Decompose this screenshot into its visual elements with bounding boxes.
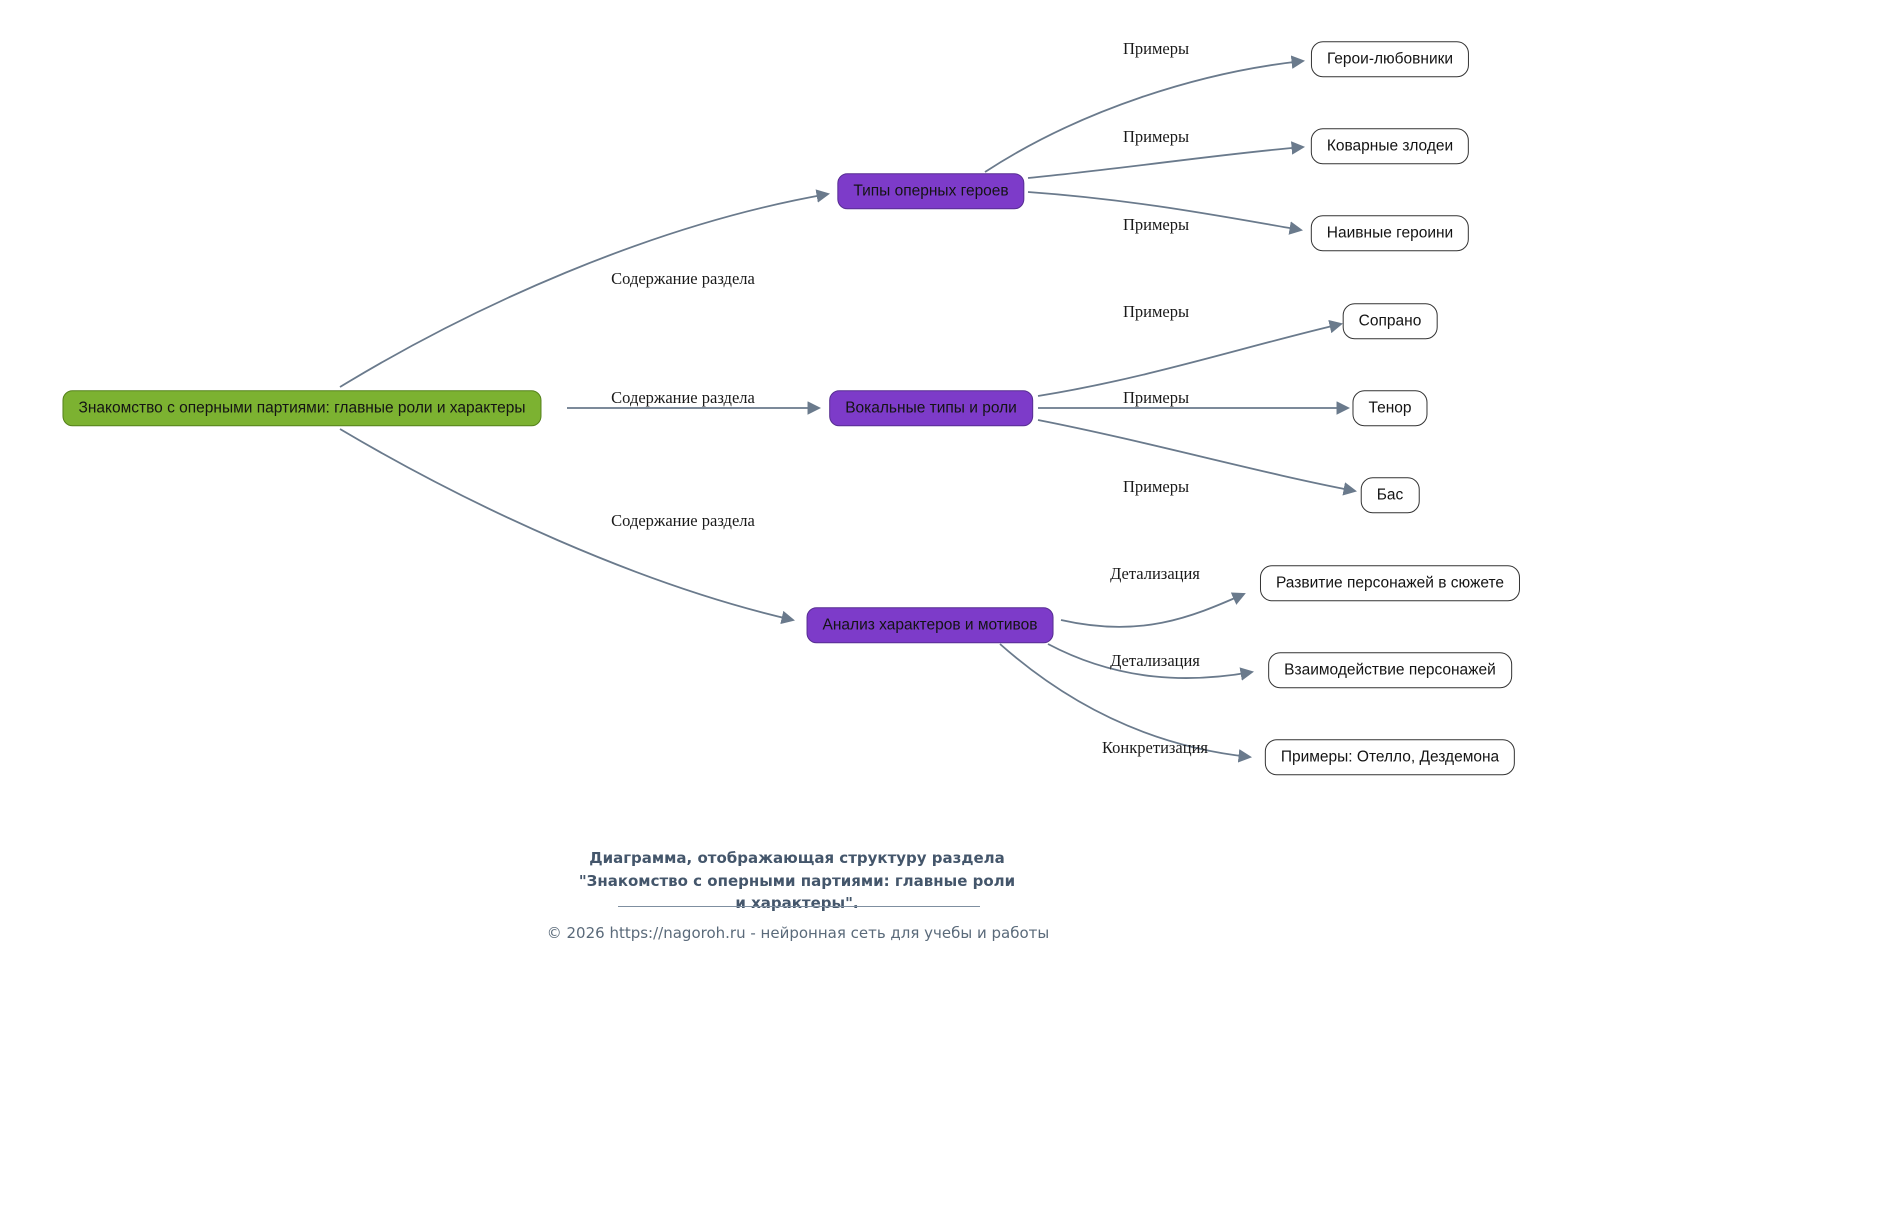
- edge-label-detail-2: Детализация: [1110, 651, 1200, 670]
- leaf-node-tenor: Тенор: [1352, 390, 1428, 426]
- edge-label-section-content-3: Содержание раздела: [611, 511, 755, 530]
- edge-analysis-to-development: [1060, 592, 1246, 628]
- leaf-node-naive-heroines: Наивные героини: [1310, 215, 1470, 251]
- edge-label-examples-3: Примеры: [1122, 215, 1190, 234]
- edge-label-examples-4: Примеры: [1122, 302, 1190, 321]
- branch-node-vocal-types: Вокальные типы и роли: [829, 390, 1033, 426]
- footer-divider: [618, 906, 980, 907]
- edge-label-examples-1: Примеры: [1122, 39, 1190, 58]
- leaf-node-hero-lovers: Герои-любовники: [1310, 41, 1470, 77]
- leaf-node-soprano: Сопрано: [1342, 303, 1438, 339]
- edge-label-examples-6: Примеры: [1122, 477, 1190, 496]
- edge-label-examples-5: Примеры: [1122, 388, 1190, 407]
- edge-vocal-to-bass: [1037, 419, 1357, 496]
- edge-types-to-heroines: [1027, 191, 1303, 235]
- edge-label-section-content-2: Содержание раздела: [611, 388, 755, 407]
- edge-label-concretization: Конкретизация: [1102, 738, 1208, 757]
- edge-label-section-content-1: Содержание раздела: [611, 269, 755, 288]
- leaf-node-examples-otello: Примеры: Отелло, Дездемона: [1264, 739, 1516, 775]
- edge-types-to-villains: [1027, 141, 1306, 179]
- diagram-caption: Диаграмма, отображающая структуру раздел…: [578, 849, 1016, 912]
- leaf-node-character-interaction: Взаимодействие персонажей: [1268, 652, 1512, 688]
- leaf-node-character-development: Развитие персонажей в сюжете: [1259, 565, 1521, 601]
- copyright-text: © 2026 https://nagoroh.ru - нейронная се…: [546, 924, 1050, 942]
- edge-analysis-to-interaction: [1047, 643, 1254, 681]
- leaf-node-bass: Бас: [1360, 477, 1420, 513]
- branch-node-character-analysis: Анализ характеров и мотивов: [806, 607, 1054, 643]
- edge-vocal-to-soprano: [1037, 320, 1343, 397]
- root-node: Знакомство с оперными партиями: главные …: [62, 390, 542, 426]
- edge-types-to-lovers: [984, 55, 1306, 173]
- edge-root-to-types: [339, 189, 830, 388]
- leaf-node-cunning-villains: Коварные злодеи: [1310, 128, 1470, 164]
- edge-label-detail-1: Детализация: [1110, 564, 1200, 583]
- edge-label-examples-2: Примеры: [1122, 127, 1190, 146]
- edge-analysis-to-examples: [999, 643, 1253, 763]
- branch-node-opera-hero-types: Типы оперных героев: [837, 173, 1025, 209]
- edge-root-to-analysis: [339, 428, 795, 625]
